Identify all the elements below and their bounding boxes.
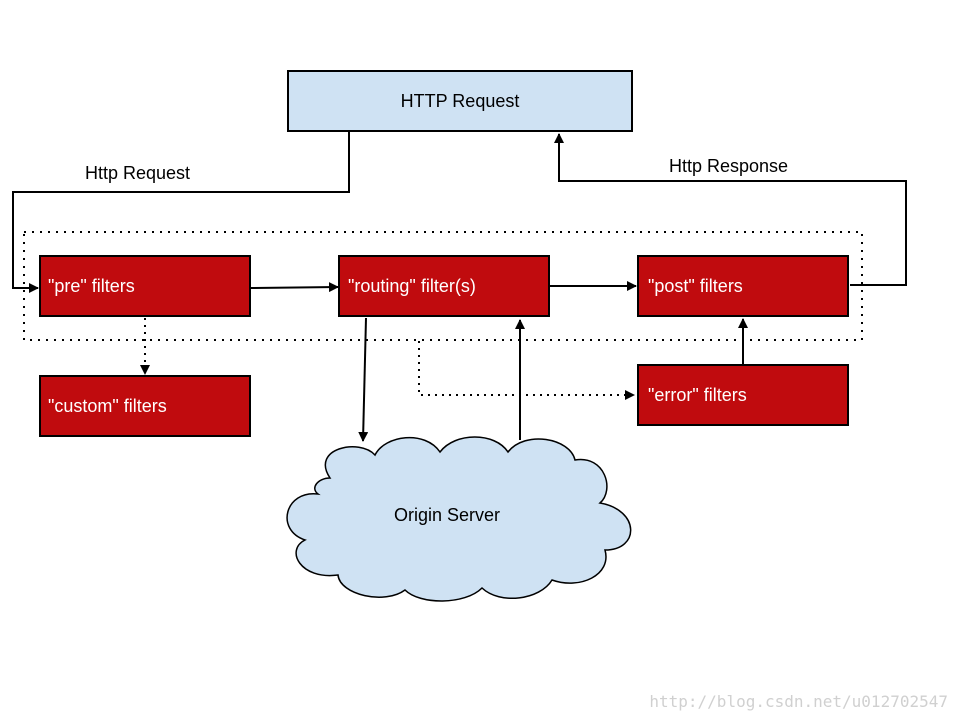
pre-filters-label: "pre" filters [48, 276, 135, 296]
error-filters-label: "error" filters [648, 385, 747, 405]
watermark-text: http://blog.csdn.net/u012702547 [649, 692, 948, 711]
edge-routing-to-origin [358, 317, 369, 442]
cloud-shape [286, 436, 632, 602]
custom-filters-node: "custom" filters [39, 375, 251, 437]
error-filters-node: "error" filters [637, 364, 849, 426]
routing-filters-node: "routing" filter(s) [338, 255, 550, 317]
origin-server-cloud: Origin Server [286, 436, 632, 602]
origin-server-label: Origin Server [394, 505, 500, 525]
http-request-node: HTTP Request [287, 70, 633, 132]
edge-response-label: Http Response [669, 156, 788, 176]
custom-filters-label: "custom" filters [48, 396, 167, 416]
edge-request-to-pre [12, 131, 350, 293]
post-filters-node: "post" filters [637, 255, 849, 317]
edge-chain-to-error [418, 341, 635, 400]
edge-request-label: Http Request [85, 163, 190, 183]
pre-filters-node: "pre" filters [39, 255, 251, 317]
http-request-node-label: HTTP Request [401, 91, 520, 111]
post-filters-label: "post" filters [648, 276, 743, 296]
edge-pre-to-routing [249, 282, 339, 293]
routing-filters-label: "routing" filter(s) [348, 276, 476, 296]
edge-post-to-response [554, 133, 907, 286]
